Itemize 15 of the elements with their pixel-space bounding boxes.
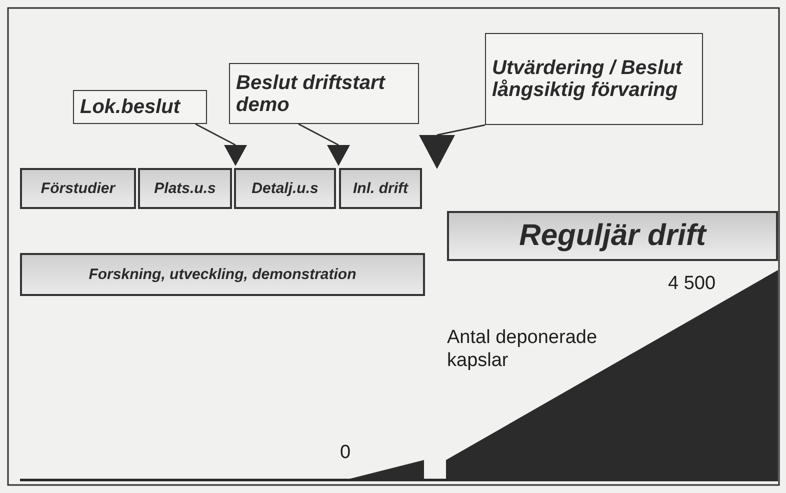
phase-box: Reguljär drift (447, 211, 778, 261)
value-label: 4 500 (668, 272, 716, 295)
leader-line (436, 124, 486, 136)
phase-box: Plats.u.s (138, 168, 232, 209)
axis-label: Antal deponerade kapslar (447, 326, 598, 372)
value-label: 0 (340, 441, 351, 464)
phase-box: Forskning, utveckling, demonstration (20, 253, 425, 296)
leader-line (298, 123, 339, 146)
callout-box: Beslut driftstart demo (229, 63, 419, 124)
phase-box: Detalj.u.s (234, 168, 336, 209)
callout-box: Utvärdering / Beslut långsiktig förvaring (485, 33, 703, 125)
leader-line (195, 123, 236, 146)
phase-box: Förstudier (20, 168, 136, 209)
callout-box: Lok.beslut (73, 90, 207, 124)
phase-box: Inl. drift (339, 168, 422, 209)
